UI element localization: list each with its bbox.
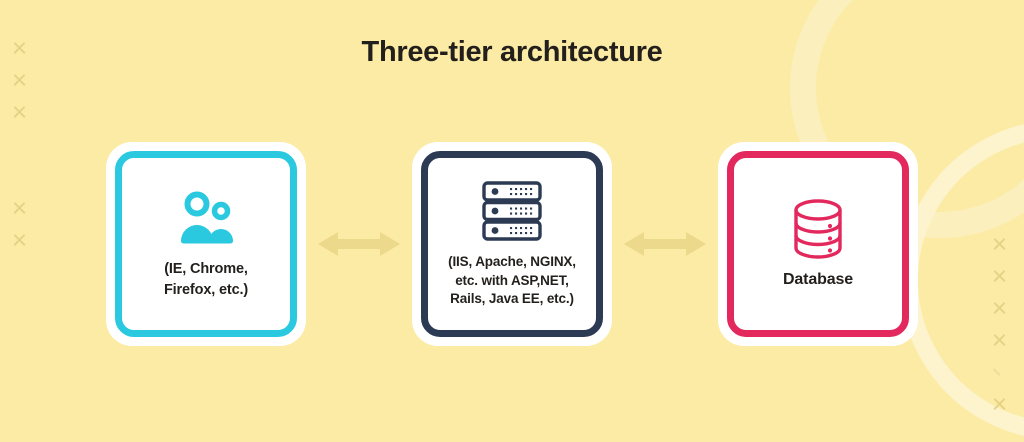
tier-card-application[interactable]: (IIS, Apache, NGINX, etc. with ASP,NET, … [412, 142, 612, 346]
users-icon [175, 185, 237, 253]
tier-card-inner: Database [727, 151, 909, 337]
tier-label: Database [783, 270, 853, 288]
server-rack-icon [481, 177, 543, 245]
tier-card-data[interactable]: Database [718, 142, 918, 346]
decorative-x-icon [990, 360, 1012, 392]
decorative-x-icon [10, 100, 32, 132]
tier-label: (IE, Chrome, Firefox, etc.) [163, 261, 249, 298]
double-arrow-icon [612, 224, 718, 264]
double-arrow-icon [306, 224, 412, 264]
database-icon [788, 195, 848, 263]
tier-card-presentation[interactable]: (IE, Chrome, Firefox, etc.) [106, 142, 306, 346]
tier-label: (IIS, Apache, NGINX, etc. with ASP,NET, … [448, 253, 576, 307]
tier-card-inner: (IIS, Apache, NGINX, etc. with ASP,NET, … [421, 151, 603, 337]
decorative-x-icon [990, 392, 1012, 424]
tier-row: (IE, Chrome, Firefox, etc.) [0, 138, 1024, 350]
decorative-x-icon [10, 68, 32, 100]
tier-card-inner: (IE, Chrome, Firefox, etc.) [115, 151, 297, 337]
page-title: Three-tier architecture [361, 36, 663, 68]
